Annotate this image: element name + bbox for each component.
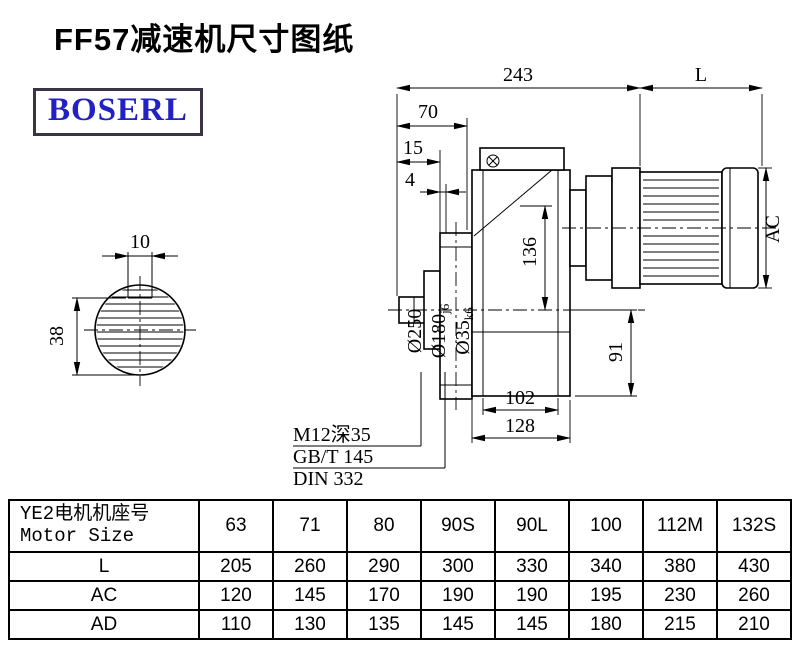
row-label-AC: AC xyxy=(8,580,200,611)
size-header-100: 100 xyxy=(568,499,644,553)
cell-L-71: 260 xyxy=(272,551,348,582)
cell-AC-63: 120 xyxy=(198,580,274,611)
cell-L-80: 290 xyxy=(346,551,422,582)
cell-L-90l: 330 xyxy=(494,551,570,582)
size-header-90l: 90L xyxy=(494,499,570,553)
row-label-AD: AD xyxy=(8,609,200,640)
size-header-132s: 132S xyxy=(716,499,792,553)
dim-128-label: 128 xyxy=(505,415,535,437)
dim-102-label: 102 xyxy=(505,387,535,409)
cell-AC-90l: 190 xyxy=(494,580,570,611)
row-label-L: L xyxy=(8,551,200,582)
dim-4-label: 4 xyxy=(405,169,415,191)
cell-AD-100: 180 xyxy=(568,609,644,640)
dim-shaft-dia-label: Ø35k6 xyxy=(452,307,476,355)
cell-AD-71: 130 xyxy=(272,609,348,640)
cell-AC-71: 145 xyxy=(272,580,348,611)
cell-L-112m: 380 xyxy=(642,551,718,582)
motor-size-header-cn: YE2电机机座号 xyxy=(20,503,150,526)
cell-AD-90l: 145 xyxy=(494,609,570,640)
brand-logo: BOSERL xyxy=(33,88,203,136)
cell-AD-80: 135 xyxy=(346,609,422,640)
size-header-112m: 112M xyxy=(642,499,718,553)
cell-AD-90s: 145 xyxy=(420,609,496,640)
gearbox-side-view xyxy=(388,147,780,410)
dim-243-label: 243 xyxy=(503,64,533,86)
table-row-AC: AC 120 145 170 190 190 195 230 260 xyxy=(8,580,792,611)
cell-AD-112m: 215 xyxy=(642,609,718,640)
dim-shaft-dia-value: Ø35 xyxy=(452,320,474,354)
table-header-row: YE2电机机座号 Motor Size 63 71 80 90S 90L 100… xyxy=(8,499,792,553)
cell-L-90s: 300 xyxy=(420,551,496,582)
cell-AD-63: 110 xyxy=(198,609,274,640)
dim-key-width-label: 10 xyxy=(130,231,150,253)
cell-L-132s: 430 xyxy=(716,551,792,582)
page-title: FF57减速机尺寸图纸 xyxy=(54,22,355,57)
cell-AC-80: 170 xyxy=(346,580,422,611)
dim-70-label: 70 xyxy=(418,101,438,123)
dim-91-label: 91 xyxy=(605,342,627,362)
shaft-end-view: 10 38 xyxy=(46,231,196,386)
dim-spigot-tolerance: j6 xyxy=(437,303,452,315)
breather-plug-icon xyxy=(486,154,500,168)
dim-spigot-dia-label: Ø180j6 xyxy=(428,303,452,358)
table-row-AD: AD 110 130 135 145 145 180 215 210 xyxy=(8,609,792,640)
cell-AC-100: 195 xyxy=(568,580,644,611)
dim-shaft-tolerance: k6 xyxy=(461,307,476,321)
dim-L-label: L xyxy=(695,64,707,86)
motor-fins xyxy=(643,179,719,277)
cell-L-100: 340 xyxy=(568,551,644,582)
technical-drawing: 10 38 xyxy=(46,64,784,490)
note-standard-din: DIN 332 xyxy=(293,468,364,490)
dim-flange-dia-label: Ø250 xyxy=(404,309,426,353)
cell-AC-132s: 260 xyxy=(716,580,792,611)
motor-size-header-cell: YE2电机机座号 Motor Size xyxy=(8,499,200,553)
size-header-90s: 90S xyxy=(420,499,496,553)
dimensions: 243 L 70 15 4 AC 136 91 102 xyxy=(293,64,784,490)
motor-size-table: YE2电机机座号 Motor Size 63 71 80 90S 90L 100… xyxy=(8,499,792,640)
cell-AC-112m: 230 xyxy=(642,580,718,611)
cell-L-63: 205 xyxy=(198,551,274,582)
cell-AC-90s: 190 xyxy=(420,580,496,611)
note-tap: M12深35 xyxy=(293,423,371,446)
dim-15-label: 15 xyxy=(403,137,423,159)
dim-136-label: 136 xyxy=(519,237,541,267)
note-standard-gbt: GB/T 145 xyxy=(293,446,373,468)
motor-size-header-en: Motor Size xyxy=(20,525,135,547)
size-header-63: 63 xyxy=(198,499,274,553)
cell-AD-132s: 210 xyxy=(716,609,792,640)
dim-key-height-label: 38 xyxy=(46,326,68,346)
dim-spigot-dia-value: Ø180 xyxy=(428,314,450,358)
dim-AC-label: AC xyxy=(762,215,784,243)
size-header-80: 80 xyxy=(346,499,422,553)
size-header-71: 71 xyxy=(272,499,348,553)
table-row-L: L 205 260 290 300 330 340 380 430 xyxy=(8,551,792,582)
